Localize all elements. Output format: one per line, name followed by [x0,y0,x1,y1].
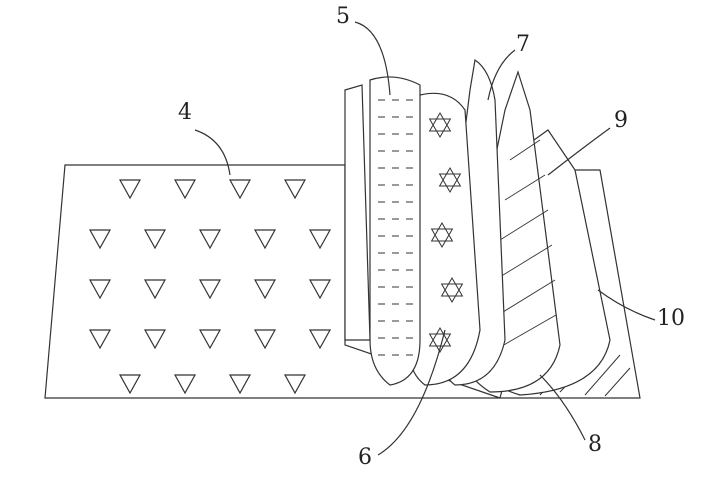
label-10: 10 [657,306,685,331]
label-5: 5 [336,4,350,29]
layer-5 [370,77,420,385]
label-8: 8 [588,432,602,457]
label-9: 9 [614,108,628,133]
label-4: 4 [178,100,192,125]
label-6: 6 [358,445,372,470]
label-7: 7 [516,32,530,57]
layer-5-backing [345,85,370,340]
